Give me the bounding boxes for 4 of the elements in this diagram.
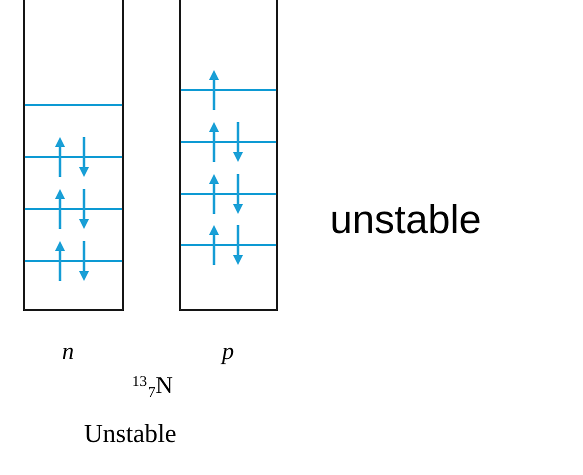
stability-label: unstable bbox=[330, 197, 482, 244]
proton-label: p bbox=[222, 338, 234, 367]
stability-caption: Unstable bbox=[84, 418, 176, 450]
neutron-label: n bbox=[62, 338, 74, 367]
